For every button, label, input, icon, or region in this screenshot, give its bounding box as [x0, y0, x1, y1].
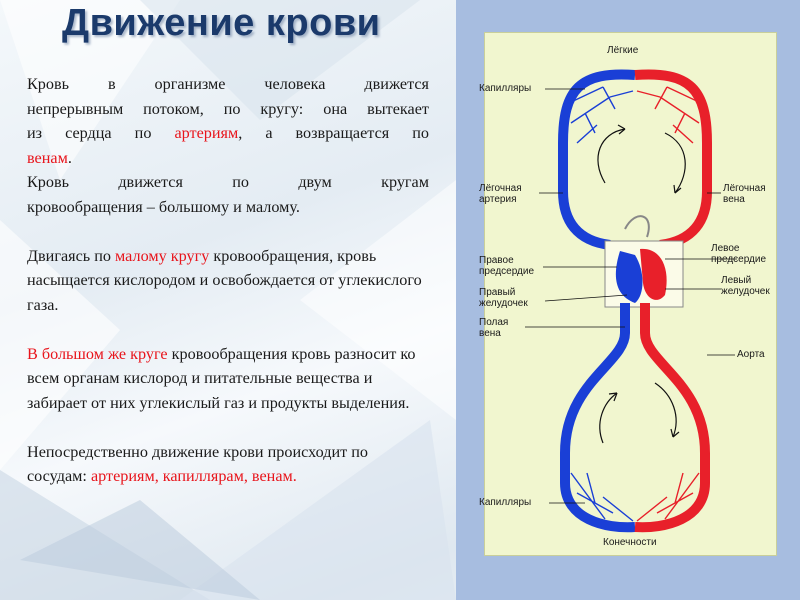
label-capillaries-top: Капилляры — [479, 83, 532, 94]
lung-capillaries-blue — [568, 86, 634, 144]
label-right-atrium: Правое предсердие — [479, 255, 535, 277]
paragraph-2-line-2: кровообращения – большому и малому. — [27, 197, 300, 216]
paragraph-2-line-1: Кровь движется по двум кругам — [27, 173, 429, 191]
pulmonary-artery-vessel — [558, 69, 636, 250]
paragraph-1-line-4: венам. — [27, 148, 72, 167]
label-vena-cava: Полая вена — [479, 317, 509, 339]
slide-body: Кровь в организме человека движется непр… — [27, 72, 429, 489]
paragraph-5: Непосредственно движение крови происходи… — [27, 442, 369, 486]
arrow-pulmonary-right — [664, 132, 686, 194]
vein-term: венам — [27, 148, 68, 167]
left-heart — [640, 248, 667, 300]
arrow-pulmonary-left — [597, 128, 626, 184]
right-heart — [615, 251, 643, 303]
label-aorta: Аорта — [737, 349, 765, 360]
label-pulmonary-vein: Лёгочная вена — [723, 183, 766, 205]
circulation-diagram: Лёгкие Капилляры Лёгочная артерия Лёгочн… — [479, 32, 777, 556]
arrow-systemic-right — [654, 382, 677, 438]
paragraph-4: В большом же круге кровообращения кровь … — [27, 344, 416, 412]
paragraph-1-line-2: непрерывным потоком, по кругу: она вытек… — [27, 99, 429, 118]
label-pulmonary-artery: Лёгочная артерия — [479, 183, 522, 205]
limb-capillaries-blue — [570, 472, 634, 522]
small-circle-term: малому кругу — [115, 246, 210, 265]
vena-cava-vessel — [560, 303, 636, 533]
label-left-atrium: Левое предсердие — [711, 243, 767, 265]
paragraph-1-line-1: Кровь в организме человека движется — [27, 75, 429, 93]
label-lungs: Лёгкие — [607, 45, 639, 56]
circulation-drawing — [525, 69, 737, 533]
paragraph-1-line-3: из сердца по артериям, а возвращается по — [27, 124, 429, 142]
large-circle-term: В большом же круге — [27, 344, 168, 363]
lung-capillaries-red — [636, 86, 702, 144]
leader-lines — [525, 88, 737, 504]
label-limbs: Конечности — [603, 537, 657, 548]
pulmonary-vein-vessel — [634, 69, 712, 250]
slide-title: Движение крови — [62, 2, 381, 44]
arrow-systemic-left — [599, 392, 618, 444]
aorta-vessel — [634, 303, 710, 533]
label-left-ventricle: Левый желудочек — [721, 275, 770, 297]
artery-term: артериям — [174, 124, 239, 142]
vessels-term: артериям, капиллярам, венам. — [90, 467, 297, 485]
limb-capillaries-red — [636, 472, 700, 522]
label-capillaries-bottom: Капилляры — [479, 497, 532, 508]
paragraph-3: Двигаясь по малому кругу кровообращения,… — [27, 246, 422, 314]
label-right-ventricle: Правый желудочек — [479, 287, 528, 309]
